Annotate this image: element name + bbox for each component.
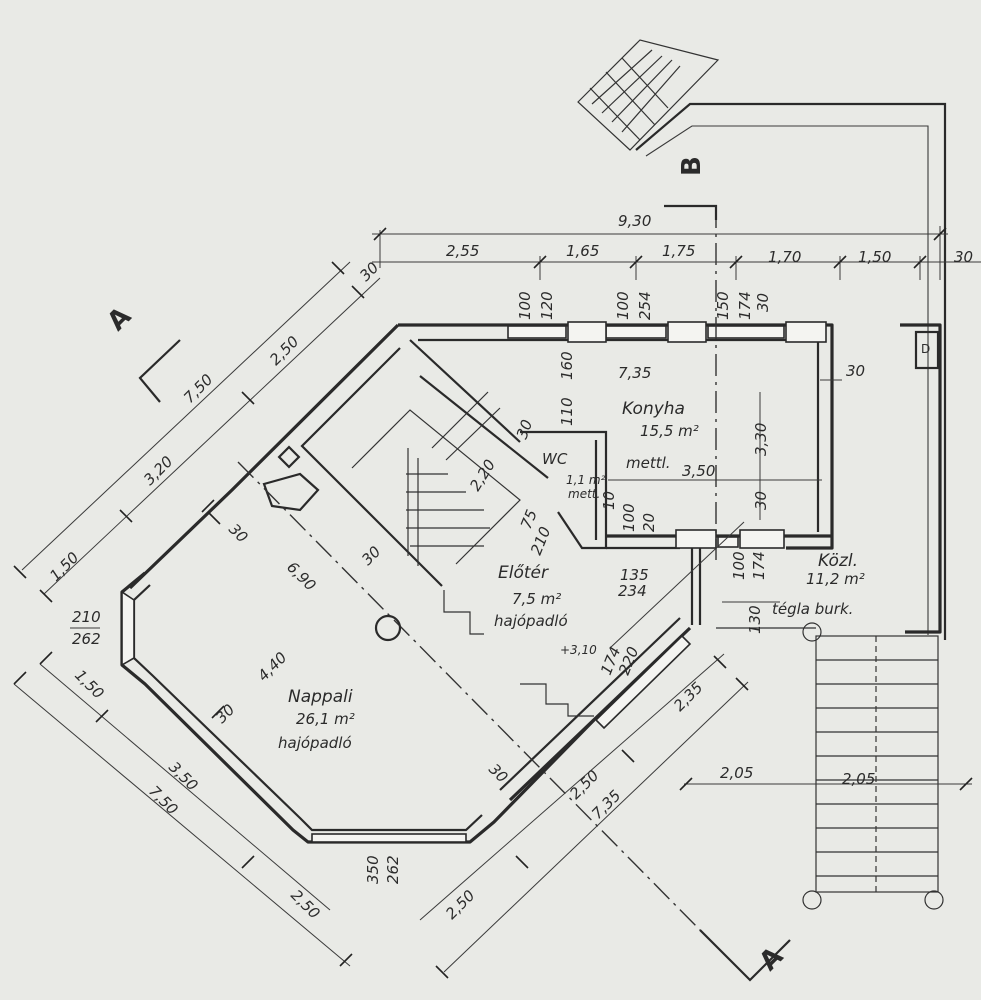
dim-kon-side: 30	[846, 362, 865, 380]
axis-a	[237, 461, 701, 931]
dim-wall30b: 30	[358, 543, 384, 569]
dim-l1: 30	[356, 259, 382, 285]
dim-c235: 2,35	[670, 678, 706, 714]
dim-b250: 2,50	[287, 886, 323, 922]
dim-kon-b: 30	[752, 491, 770, 510]
dim-w3b: 174	[736, 291, 754, 320]
room-konyha-floor: mettl.	[626, 454, 671, 472]
dim-b350: 3,50	[165, 758, 201, 794]
dim-l5: 1,50	[46, 548, 82, 584]
dim-kon-w: 3,50	[682, 462, 715, 480]
dim-c250b: 2,50	[442, 886, 478, 922]
upper-stair	[577, 39, 720, 151]
dim-b174: 174	[750, 551, 768, 580]
dim-b750: 7,50	[145, 782, 181, 818]
dim-n440: 4,40	[254, 648, 290, 684]
dim-s205b: 2,05	[842, 770, 875, 788]
room-wc-area: 1,1 m²	[566, 473, 606, 487]
dim-d234: 234	[618, 582, 647, 600]
room-eloter-area: 7,5 m²	[512, 590, 561, 608]
boundary-line	[635, 102, 947, 640]
center-mark	[374, 614, 402, 642]
dim-n690: 6,90	[283, 558, 319, 594]
dimension-ticks	[13, 227, 973, 979]
dim-stair-w: 2,20	[466, 456, 499, 494]
dim-w262: 262	[72, 630, 101, 648]
dim-wc-wall: 30	[513, 417, 536, 441]
dim-l2: 2,50	[266, 332, 302, 368]
walls	[120, 323, 942, 844]
room-eloter-floor: hajópadló	[494, 612, 568, 630]
dim-d5: 1,50	[858, 248, 891, 266]
dim-w2a: 100	[614, 291, 632, 320]
dim-w1a: 100	[516, 291, 534, 320]
dim-w3c: 30	[754, 293, 772, 312]
interior-stair	[351, 391, 594, 717]
room-wc-floor: mett.	[568, 487, 600, 501]
dim-c735: 7,35	[588, 786, 624, 822]
dim-k20: 20	[640, 513, 658, 532]
room-konyha-area: 15,5 m²	[640, 422, 699, 440]
room-nappali-floor: hajópadló	[278, 734, 352, 752]
section-marker-b	[664, 204, 718, 220]
room-nappali-area: 26,1 m²	[296, 710, 355, 728]
room-labels: Konyha 15,5 m² mettl. WC 1,1 m² mett. El…	[278, 399, 865, 752]
windows	[121, 321, 827, 843]
section-marker-a-bottom	[699, 929, 791, 982]
dim-inner: 7,35	[618, 364, 651, 382]
dim-d135: 135	[620, 566, 649, 584]
dim-b100: 100	[730, 551, 748, 580]
dim-d4: 1,70	[768, 248, 801, 266]
dim-l4: 3,20	[140, 452, 176, 488]
fireplace	[262, 445, 320, 512]
dim-wall30a: 30	[225, 520, 251, 546]
dimension-lines	[13, 226, 981, 973]
section-label-a-top: A	[102, 302, 137, 337]
dim-w2b: 254	[636, 291, 654, 320]
room-kozl-area: 11,2 m²	[806, 570, 865, 588]
dim-w210: 210	[72, 608, 101, 626]
dim-c250: 2,50	[566, 766, 602, 802]
room-kozl-name: Közl.	[818, 551, 858, 571]
room-kozl-floor: tégla burk.	[772, 600, 853, 618]
room-konyha-name: Konyha	[622, 399, 685, 419]
dim-w3a: 150	[714, 291, 732, 320]
boundary-line-inner	[645, 125, 929, 635]
dim-d130: 130	[746, 605, 764, 634]
dim-s205a: 2,05	[720, 764, 753, 782]
dim-d1: 2,55	[446, 242, 479, 260]
dim-h1: 160	[558, 351, 576, 380]
section-label-b: B	[677, 156, 707, 176]
dim-kon-h: 3,30	[752, 423, 770, 456]
dim-wc-b: 10	[600, 491, 618, 510]
dim-h2: 110	[558, 397, 576, 426]
dim-d6: 30	[954, 248, 973, 266]
dim-d2: 1,65	[566, 242, 599, 260]
level-mark: +3,10	[560, 643, 597, 657]
dim-d3: 1,75	[662, 242, 695, 260]
room-nappali-name: Nappali	[288, 687, 353, 707]
dim-l3: 7,50	[180, 370, 216, 406]
room-eloter-name: Előtér	[498, 563, 549, 583]
dim-b150: 1,50	[71, 666, 107, 702]
dim-r262: 262	[384, 855, 402, 884]
dim-w1b: 120	[538, 291, 556, 320]
dim-n30c: 30	[212, 701, 238, 727]
dim-e75: 75	[517, 507, 541, 531]
dim-r350: 350	[364, 855, 382, 884]
dim-k100: 100	[620, 503, 638, 532]
dim-total: 9,30	[618, 212, 651, 230]
chimney-mark: D	[921, 342, 930, 356]
section-marker-a-top	[138, 339, 181, 403]
room-wc-name: WC	[542, 450, 568, 468]
entry-stair	[716, 622, 944, 910]
